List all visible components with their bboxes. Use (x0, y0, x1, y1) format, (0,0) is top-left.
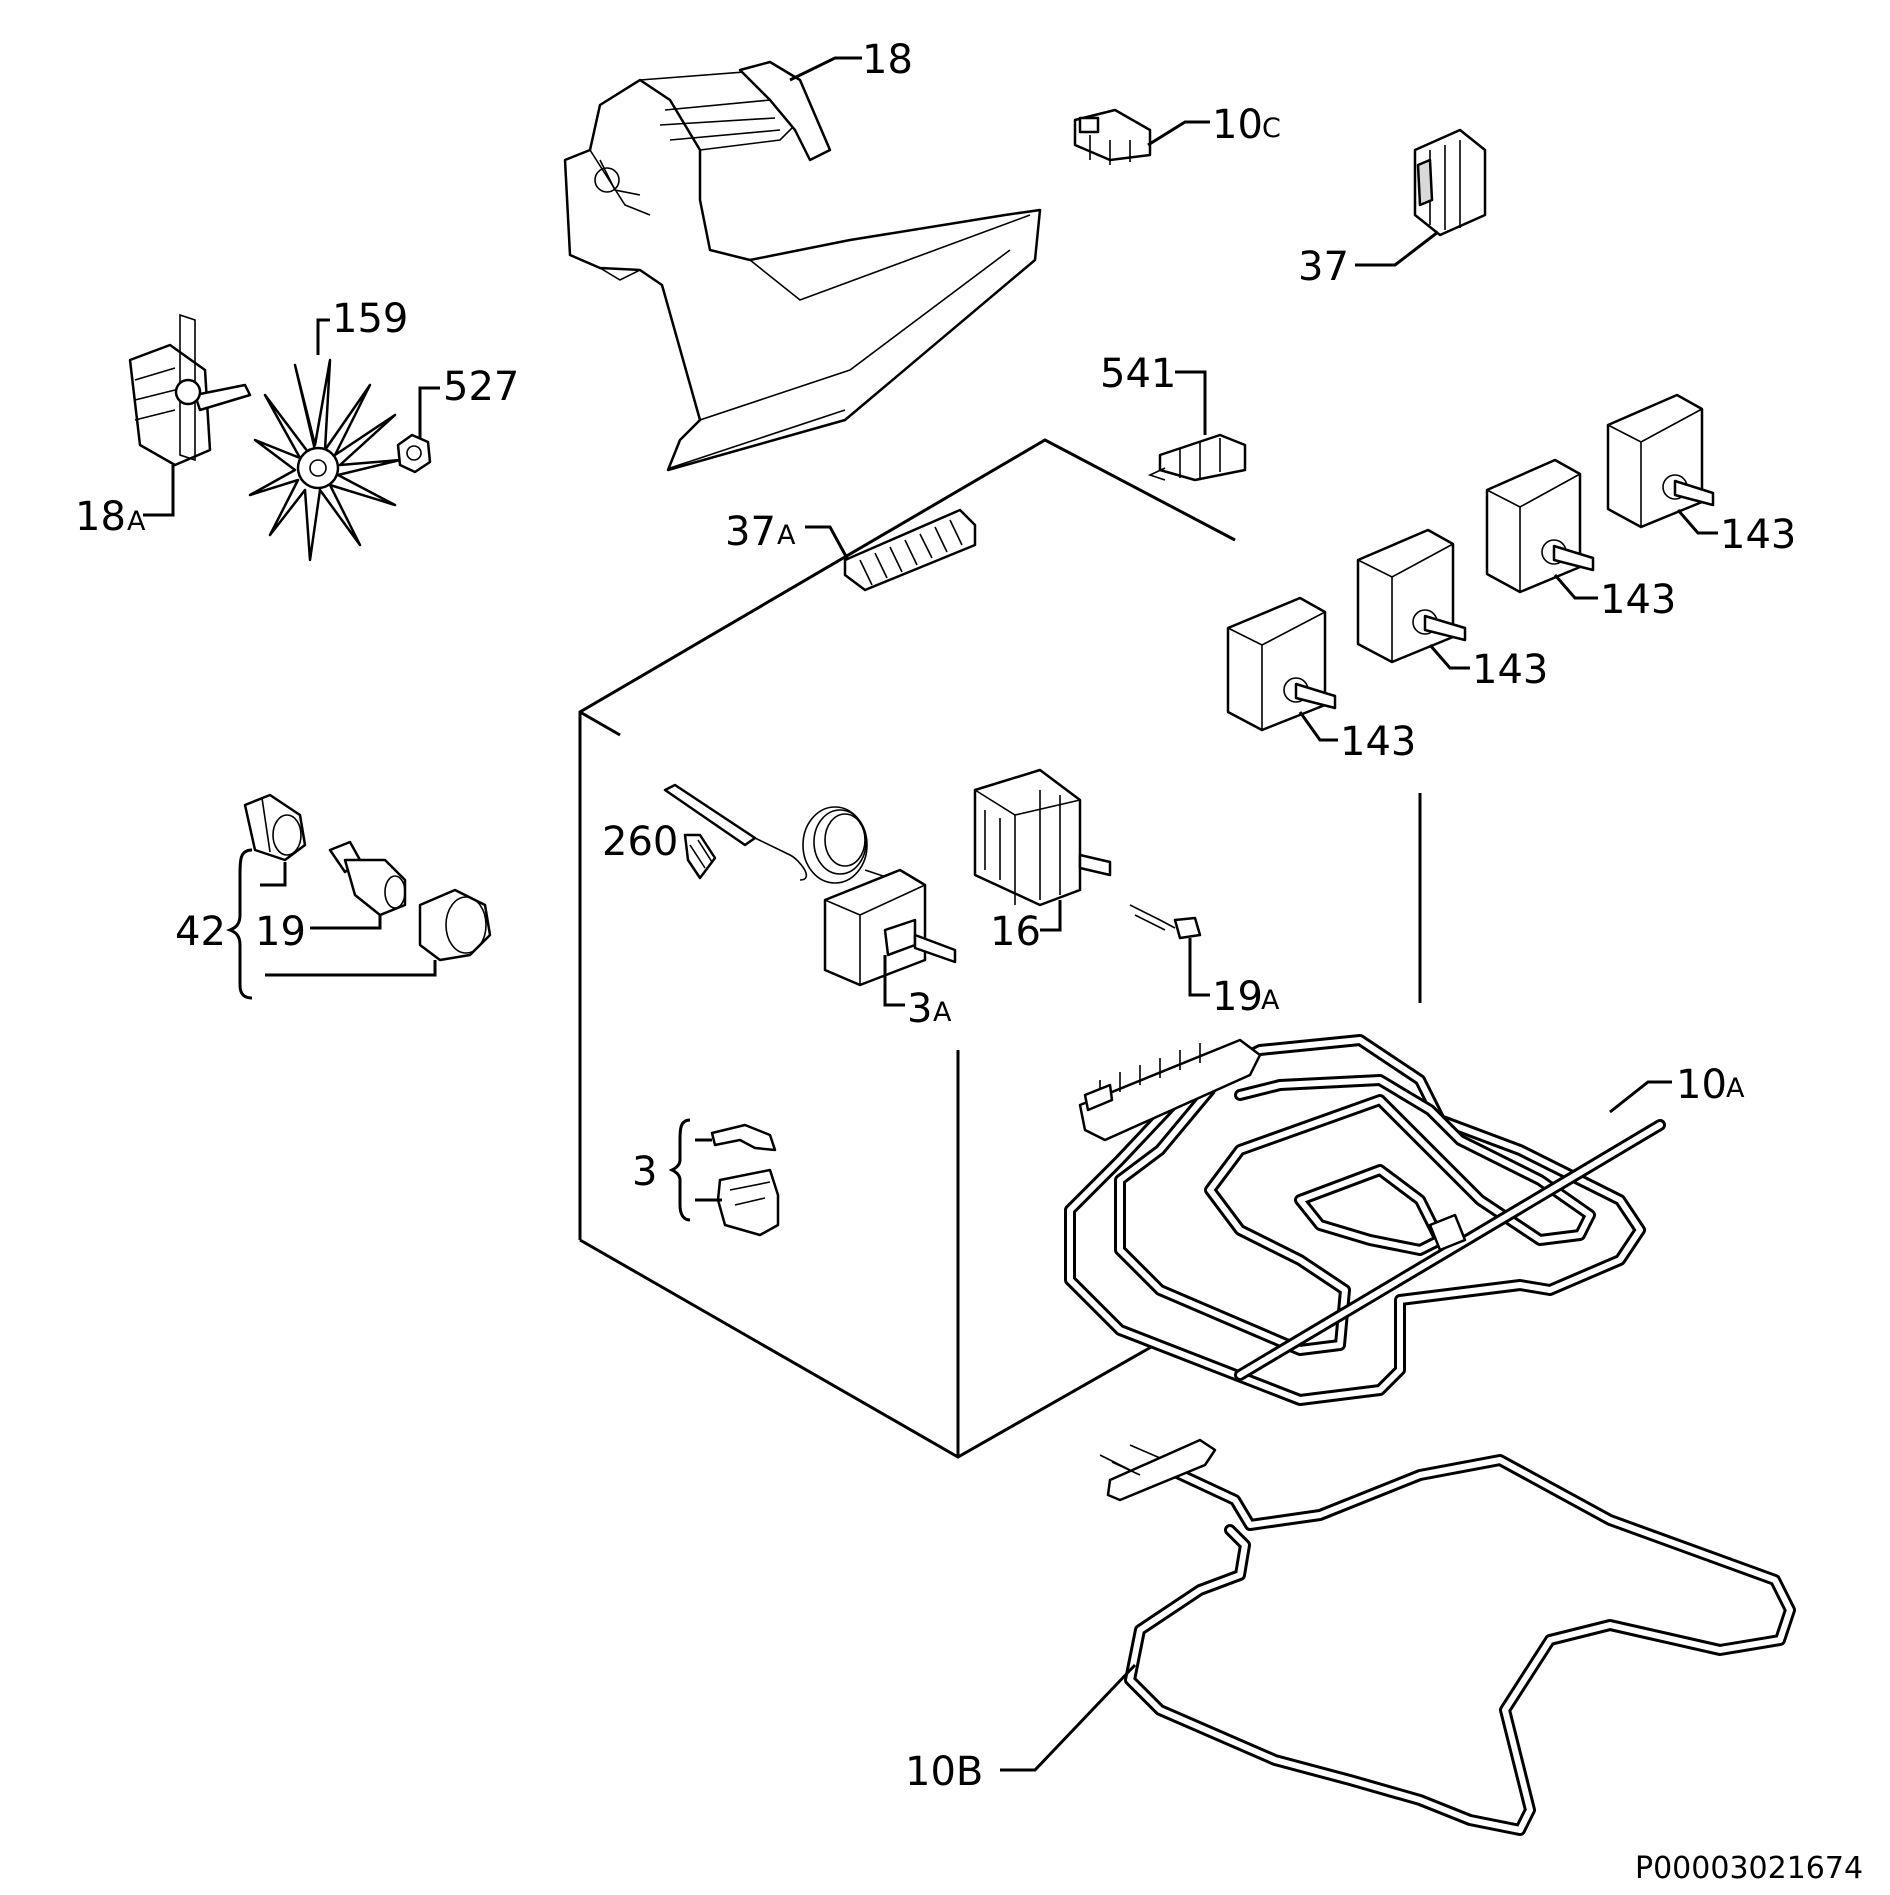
callout-label-nut: 527 (443, 364, 519, 410)
callout-10c-num: 10 (1212, 102, 1263, 148)
callout-thermostat: 3 A (883, 955, 952, 1032)
terminal-block-part (843, 508, 977, 592)
probe-clip-part (683, 833, 717, 880)
regulator-part-1 (1226, 596, 1337, 732)
callout-grill-element: 10 A (1609, 1062, 1745, 1114)
callout-label-bottom-element: 10B (905, 1749, 983, 1795)
regulator-part-3 (1485, 458, 1595, 594)
callout-label-probe: 260 (602, 819, 678, 865)
callout-18a-suffix: A (127, 506, 146, 537)
regulator-part-2 (1356, 528, 1467, 664)
callout-3a-suffix: A (933, 997, 952, 1028)
callout-housing: 18 (789, 37, 913, 83)
drawing-reference-number: P00003021674 (1635, 1851, 1863, 1886)
callout-regulators: 143 143 143 143 (1298, 509, 1796, 765)
selector-switch-part (973, 768, 1112, 907)
callout-switch-37: 37 (1298, 230, 1439, 290)
callout-18a-num: 18 (75, 494, 126, 540)
nut-part (396, 433, 432, 474)
lamp-cover-part (418, 888, 492, 962)
callout-label-clip-group: 3 (632, 1149, 657, 1195)
fan-motor-part (128, 313, 252, 467)
callout-label-switch: 37 (1298, 244, 1349, 290)
callout-label-fan-blade: 159 (332, 296, 408, 342)
callout-regulator-1: 143 (1340, 719, 1416, 765)
switch-37-part (1413, 128, 1487, 237)
callout-terminal-block: 37 A (725, 509, 850, 561)
callout-label-lamp: 19 (255, 909, 306, 955)
callout-label-541: 541 (1100, 351, 1176, 397)
callout-indicator-lamp: 19 A (1188, 938, 1280, 1020)
callout-label-housing: 18 (862, 37, 913, 83)
lamp-bulb-part (328, 840, 407, 917)
lamp-holder-part (243, 793, 307, 862)
callout-label-lamp-group: 42 (175, 909, 226, 955)
bottom-element-part (1099, 1438, 1796, 1836)
oven-cabinet-outline (578, 438, 1422, 1459)
connector-10c-part (1073, 108, 1152, 165)
callout-19a-num: 19 (1212, 974, 1263, 1020)
callout-37a-suffix: A (777, 520, 796, 551)
callout-3a-num: 3 (907, 986, 932, 1032)
callout-regulator-4: 143 (1720, 512, 1796, 558)
callout-selector: 16 (990, 900, 1062, 955)
callout-37a-num: 37 (725, 509, 776, 555)
callout-nut: 527 (418, 364, 519, 438)
callout-10a-num: 10 (1676, 1062, 1727, 1108)
callout-probe: 260 (602, 819, 678, 865)
fan-housing-part (563, 60, 1042, 472)
clip-upper-part (710, 1123, 777, 1152)
grill-element-part (1064, 1034, 1666, 1406)
clip-lower-part (716, 1168, 780, 1237)
callout-fan-motor: 18 A (75, 465, 175, 540)
connector-541-part (1147, 433, 1247, 482)
callout-fan-blade: 159 (316, 296, 408, 355)
regulator-part-4 (1606, 393, 1715, 529)
callout-label-selector: 16 (990, 909, 1041, 955)
callout-lamp-group: 42 19 (175, 848, 437, 1000)
callout-10c-suffix: C (1262, 113, 1281, 144)
fan-blade-part (248, 358, 402, 562)
callout-regulator-2: 143 (1472, 647, 1548, 693)
indicator-lamp-part (1129, 904, 1202, 940)
callout-connector-541: 541 (1100, 351, 1207, 435)
thermostat-part (663, 783, 957, 987)
callout-connector-10c: 10 C (1147, 102, 1281, 148)
callout-clip-group: 3 (632, 1118, 722, 1222)
callout-10a-suffix: A (1726, 1073, 1745, 1104)
callout-bottom-element: 10B (905, 1663, 1137, 1795)
callout-19a-suffix: A (1261, 985, 1280, 1016)
callout-regulator-3: 143 (1600, 577, 1676, 623)
